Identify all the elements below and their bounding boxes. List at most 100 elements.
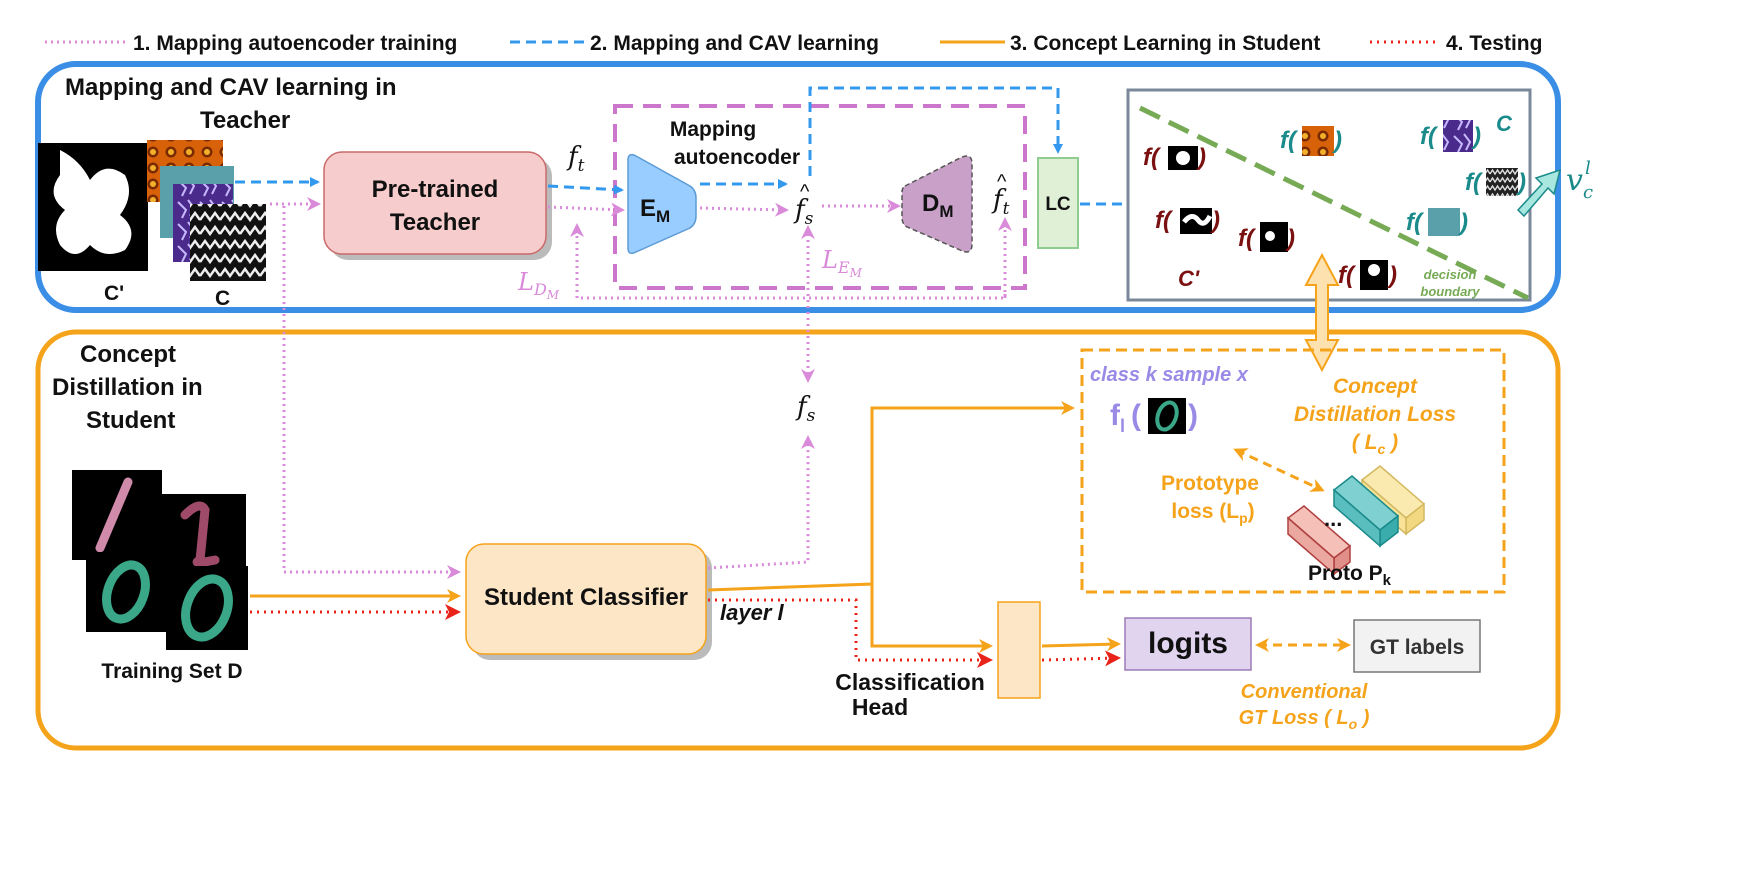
cav-concept-point-2: f( ) bbox=[1420, 120, 1481, 152]
legend-label-mapping-autoencoder: 1. Mapping autoencoder training bbox=[133, 32, 457, 55]
label-c: C bbox=[215, 287, 230, 310]
loss-dm-label: LDM bbox=[517, 268, 560, 302]
svg-text:f(: f( bbox=[1238, 225, 1257, 252]
arrow-teacher-to-encoder-blue bbox=[547, 184, 624, 195]
classification-head-line1: Classification bbox=[835, 669, 985, 695]
conventional-loss-line1: Conventional bbox=[1241, 681, 1368, 703]
mapping-label-line2: autoencoder bbox=[674, 146, 800, 169]
cav-concept-point-3: f( ) bbox=[1465, 168, 1526, 196]
encoder-em-shape bbox=[627, 153, 697, 255]
prototype-teal bbox=[1332, 475, 1400, 548]
svg-text:f(: f( bbox=[1338, 262, 1357, 289]
arrow-student-to-head-red bbox=[708, 598, 993, 668]
encoder-em-label: EM bbox=[640, 195, 670, 226]
arrow-teacher-to-encoder-pink bbox=[547, 202, 625, 217]
arrow-encoder-to-fshat-pink bbox=[699, 202, 789, 217]
concept-distillation-loss-line3: ( Lc ) bbox=[1352, 431, 1398, 457]
label-c-prime: C' bbox=[104, 282, 124, 305]
lc-box bbox=[1037, 157, 1079, 249]
svg-text:f(: f( bbox=[1420, 123, 1439, 150]
arrow-head-to-logits-orange bbox=[1041, 637, 1121, 652]
fs-label: fs bbox=[795, 392, 816, 426]
logits-label: logits bbox=[1148, 627, 1228, 660]
fl-feature: fl( ) bbox=[1110, 398, 1198, 436]
prototype-dots: ... bbox=[1324, 506, 1342, 531]
svg-text:): ) bbox=[1386, 262, 1397, 289]
svg-text:): ) bbox=[1188, 399, 1198, 432]
student-panel bbox=[35, 329, 1561, 751]
svg-text:): ) bbox=[1331, 127, 1342, 154]
decision-boundary-label-line1: decision bbox=[1424, 267, 1477, 282]
svg-text:f(: f( bbox=[1406, 209, 1425, 236]
gt-labels-label: GT labels bbox=[1370, 636, 1465, 659]
mapping-autoencoder-box bbox=[613, 104, 1027, 290]
gt-labels-box bbox=[1353, 619, 1481, 673]
cav-nonconcept-point-3: f( ) bbox=[1238, 222, 1295, 252]
plot-to-distillation-bidir-arrow bbox=[1304, 252, 1340, 373]
concept-distillation-box bbox=[1080, 348, 1506, 594]
student-classifier-box bbox=[465, 543, 707, 655]
svg-text:fl(: fl( bbox=[1110, 399, 1141, 436]
lc-box-label: LC bbox=[1045, 194, 1071, 215]
mnist-digit-1a bbox=[95, 477, 133, 553]
prototype-red bbox=[1286, 505, 1352, 576]
mnist-digit-0b bbox=[181, 574, 233, 642]
svg-text:): ) bbox=[1457, 209, 1468, 236]
logits-box bbox=[1124, 617, 1252, 671]
arrow-fshat-to-lc-blue bbox=[808, 86, 1063, 176]
student-panel-title-line1: Concept bbox=[80, 341, 176, 368]
legend-label-concept-learning: 3. Concept Learning in Student bbox=[1010, 32, 1320, 55]
mnist-digit-0a bbox=[102, 560, 150, 624]
teacher-flow-arrows bbox=[235, 86, 1138, 579]
concept-image-zigzag bbox=[190, 204, 266, 281]
arrow-student-to-head-orange bbox=[870, 584, 993, 653]
arrow-head-to-logits-red bbox=[1041, 650, 1121, 667]
nonconcept-blob-shape bbox=[53, 150, 132, 254]
teacher-box-line2: Teacher bbox=[390, 209, 480, 236]
svg-text:): ) bbox=[1515, 169, 1526, 196]
decoder-dm-label: DM bbox=[922, 190, 954, 221]
cav-nonconcept-point-2: f( ) bbox=[1155, 207, 1220, 234]
arrow-student-to-sample-orange bbox=[707, 401, 1075, 592]
arrow-student-to-fs-pink bbox=[707, 435, 815, 570]
cav-vector-arrow bbox=[1516, 168, 1562, 218]
classification-head-line2: Head bbox=[852, 694, 908, 720]
training-set-label: Training Set D bbox=[101, 660, 242, 683]
student-flow-arrows bbox=[250, 401, 1351, 668]
teacher-panel-title-line1: Mapping and CAV learning in bbox=[65, 74, 397, 101]
svg-text:f(: f( bbox=[1143, 144, 1162, 171]
ft-hat-accent: ^ bbox=[997, 171, 1007, 193]
decoder-dm-shape bbox=[901, 155, 973, 253]
svg-text:): ) bbox=[1470, 123, 1481, 150]
fs-hat-accent: ^ bbox=[800, 181, 810, 203]
cav-nonconcept-point-4: f( ) bbox=[1338, 260, 1397, 290]
svg-text:f(: f( bbox=[1280, 127, 1299, 154]
svg-text:f(: f( bbox=[1155, 207, 1174, 234]
student-panel-title-line3: Student bbox=[86, 407, 175, 434]
loss-em-label: LEM bbox=[821, 246, 863, 280]
teacher-panel-title-line2: Teacher bbox=[200, 107, 290, 134]
arrow-images-to-student-pink bbox=[282, 206, 461, 579]
svg-text:): ) bbox=[1195, 144, 1206, 171]
conventional-loss-line2: GT Loss ( Lo ) bbox=[1239, 707, 1370, 732]
cav-concept-point-4: f( ) bbox=[1406, 208, 1468, 236]
mnist-digit-1b bbox=[180, 501, 220, 567]
teacher-box-line1: Pre-trained bbox=[372, 176, 499, 203]
cav-concept-label: C bbox=[1496, 111, 1513, 136]
svg-text:f(: f( bbox=[1465, 169, 1484, 196]
prototype-loss-line2: loss (Lp) bbox=[1171, 500, 1254, 526]
fl-sample-digit bbox=[1155, 400, 1179, 432]
ft-label: ft bbox=[566, 142, 585, 176]
legend-label-mapping-cav: 2. Mapping and CAV learning bbox=[590, 32, 879, 55]
concept-distillation-loss-line2: Distillation Loss bbox=[1294, 403, 1456, 426]
student-classifier-label: Student Classifier bbox=[484, 584, 688, 611]
layer-l-label: layer l bbox=[720, 600, 784, 625]
training-set-images bbox=[72, 470, 248, 650]
class-sample-label: class k sample x bbox=[1090, 364, 1249, 386]
cav-vector-label: vcl bbox=[1566, 158, 1593, 203]
decision-boundary-label-line2: boundary bbox=[1420, 284, 1480, 299]
legend: 1. Mapping autoencoder training 2. Mappi… bbox=[45, 32, 1542, 55]
cav-nonconcept-point-1: f( ) bbox=[1143, 144, 1206, 171]
svg-text:): ) bbox=[1209, 207, 1220, 234]
